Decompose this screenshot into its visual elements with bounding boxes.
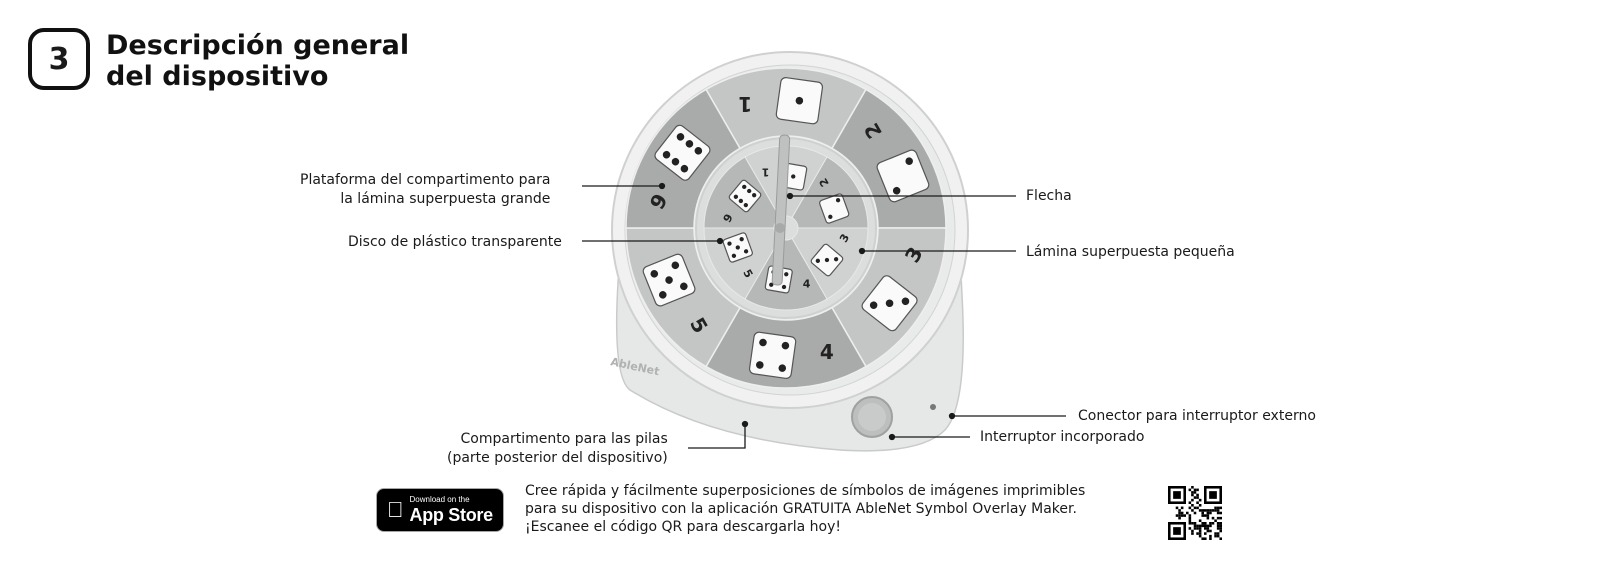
small-overlay-sector-2-die bbox=[819, 193, 850, 224]
small-overlay-sector-2 bbox=[791, 156, 869, 229]
leader-switch-dot bbox=[888, 433, 896, 441]
arrow-pointer bbox=[771, 134, 791, 286]
callout-small-overlay: Lámina superpuesta pequeña bbox=[1026, 244, 1235, 260]
title-line-2: del dispositivo bbox=[106, 61, 329, 92]
small-overlay-sector-5-die bbox=[722, 232, 753, 263]
promo-text: Cree rápida y fácilmente superposiciones… bbox=[525, 482, 1085, 536]
callout-platform-line-1: Plataforma del compartimento para bbox=[300, 172, 551, 188]
large-overlay-sector-6-die bbox=[654, 124, 711, 181]
callout-clear-plastic-disc: Disco de plástico transparente bbox=[348, 234, 562, 250]
leader-battery bbox=[688, 424, 746, 449]
leader-small-overlay-dot bbox=[858, 247, 866, 255]
page-title: Descripción general del dispositivo bbox=[106, 30, 409, 92]
builtin-switch-cap bbox=[858, 403, 886, 431]
large-overlay-sector-1-die bbox=[775, 77, 824, 125]
small-overlay-sector-4-number: 4 bbox=[803, 277, 811, 290]
callout-builtin-switch: Interruptor incorporado bbox=[980, 429, 1145, 445]
leader-platform-dot bbox=[658, 182, 666, 190]
arrow-hub bbox=[775, 223, 785, 233]
leader-jack-dot bbox=[948, 412, 956, 420]
large-overlay-sector-1-number: 1 bbox=[738, 92, 752, 116]
apple-logo-icon:  bbox=[387, 497, 404, 523]
callout-battery-line-1: Compartimento para las pilas bbox=[460, 431, 668, 447]
large-overlay-sector-5-die bbox=[642, 253, 696, 307]
title-line-1: Descripción general bbox=[106, 30, 410, 61]
promo-line-3: ¡Escanee el código QR para descargarla h… bbox=[525, 519, 841, 535]
callout-arrow: Flecha bbox=[1026, 188, 1072, 204]
small-overlay-sector-3-die bbox=[810, 243, 844, 277]
large-overlay-sector-4-number: 4 bbox=[820, 340, 834, 364]
qr-code-icon[interactable] bbox=[1168, 486, 1222, 540]
callout-external-switch-jack: Conector para interruptor externo bbox=[1078, 408, 1316, 424]
callout-battery-line-2: (parte posterior del dispositivo) bbox=[447, 450, 668, 466]
callout-battery-compartment: Compartimento para las pilas (parte post… bbox=[447, 430, 668, 468]
small-overlay-sector-6-die bbox=[728, 179, 762, 213]
promo-line-2: para su dispositivo con la aplicación GR… bbox=[525, 501, 1077, 517]
app-store-small-text: Download on the bbox=[393, 495, 470, 504]
step-number-badge: 3 bbox=[28, 28, 90, 90]
app-store-badge[interactable]:  Download on the App Store bbox=[376, 488, 504, 532]
step-number: 3 bbox=[48, 41, 70, 77]
leader-arrow-dot bbox=[786, 192, 794, 200]
small-overlay-sector-1-number: 1 bbox=[762, 166, 770, 179]
promo-line-1: Cree rápida y fácilmente superposiciones… bbox=[525, 483, 1086, 499]
large-overlay-sector-4-die bbox=[748, 331, 797, 379]
leader-battery-dot bbox=[741, 420, 749, 428]
callout-platform-line-2: la lámina superpuesta grande bbox=[340, 191, 551, 207]
app-store-big-text: App Store bbox=[393, 505, 494, 525]
external-switch-jack bbox=[930, 404, 936, 410]
leader-disc-dot bbox=[716, 237, 724, 245]
callout-large-overlay-platform: Plataforma del compartimento para la lám… bbox=[300, 171, 550, 209]
large-overlay-sector-3-die bbox=[861, 275, 918, 332]
